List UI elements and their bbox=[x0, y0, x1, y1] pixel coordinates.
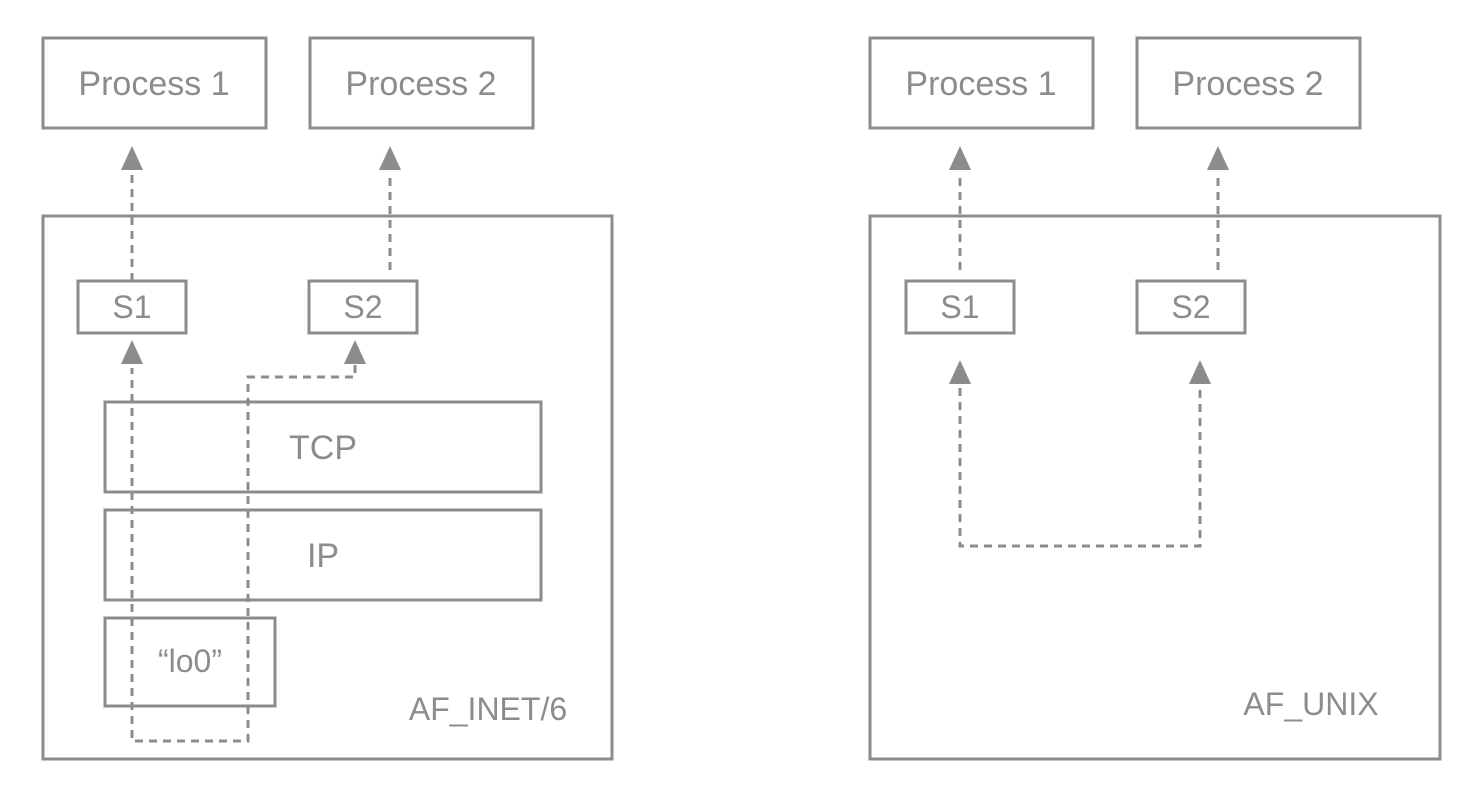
inet-loopback-label: “lo0” bbox=[158, 643, 222, 679]
inet-process-2-label: Process 2 bbox=[345, 65, 496, 103]
unix-socket-2-label: S2 bbox=[1171, 289, 1210, 325]
inet-s2-arrowhead bbox=[344, 340, 366, 364]
unix-s1-arrowhead bbox=[949, 360, 971, 384]
unix-process2-arrowhead bbox=[1207, 146, 1229, 170]
unix-process-1-box: Process 1 bbox=[868, 36, 1095, 130]
inet-process-2-box: Process 2 bbox=[308, 36, 535, 130]
inet-tcp-label: TCP bbox=[289, 429, 357, 467]
unix-process-2-box: Process 2 bbox=[1135, 36, 1362, 130]
inet-process-1-box: Process 1 bbox=[41, 36, 268, 130]
inet-socket-2-label: S2 bbox=[343, 289, 382, 325]
inet-process1-arrowhead bbox=[121, 146, 143, 170]
unix-direct-path bbox=[958, 388, 1202, 548]
unix-socket-1-label: S1 bbox=[940, 289, 979, 325]
unix-family-label: AF_UNIX bbox=[1243, 686, 1378, 722]
inet-panel: Process 1 Process 2 S1 S2 TCP IP “lo0” bbox=[41, 36, 614, 761]
inet-socket-1-label: S1 bbox=[112, 289, 151, 325]
inet-ip-label: IP bbox=[307, 537, 339, 575]
inet-family-label: AF_INET/6 bbox=[409, 691, 567, 727]
inet-socket-2-box: S2 bbox=[307, 279, 419, 335]
unix-socket-2-box: S2 bbox=[1135, 279, 1247, 335]
inet-loopback-path bbox=[130, 365, 357, 743]
inet-process2-arrowhead bbox=[379, 146, 401, 170]
unix-process1-arrowhead bbox=[949, 146, 971, 170]
unix-process-2-label: Process 2 bbox=[1172, 65, 1323, 103]
unix-s2-arrowhead bbox=[1189, 360, 1211, 384]
inet-ip-layer: IP bbox=[103, 508, 543, 602]
inet-s1-arrowhead bbox=[121, 340, 143, 364]
unix-panel: Process 1 Process 2 S1 S2 AF_UNIX bbox=[868, 36, 1442, 761]
inet-process-1-label: Process 1 bbox=[78, 65, 229, 103]
unix-socket-1-box: S1 bbox=[904, 279, 1016, 335]
inet-tcp-layer: TCP bbox=[103, 400, 543, 494]
inet-socket-1-box: S1 bbox=[76, 279, 188, 335]
unix-process-1-label: Process 1 bbox=[905, 65, 1056, 103]
